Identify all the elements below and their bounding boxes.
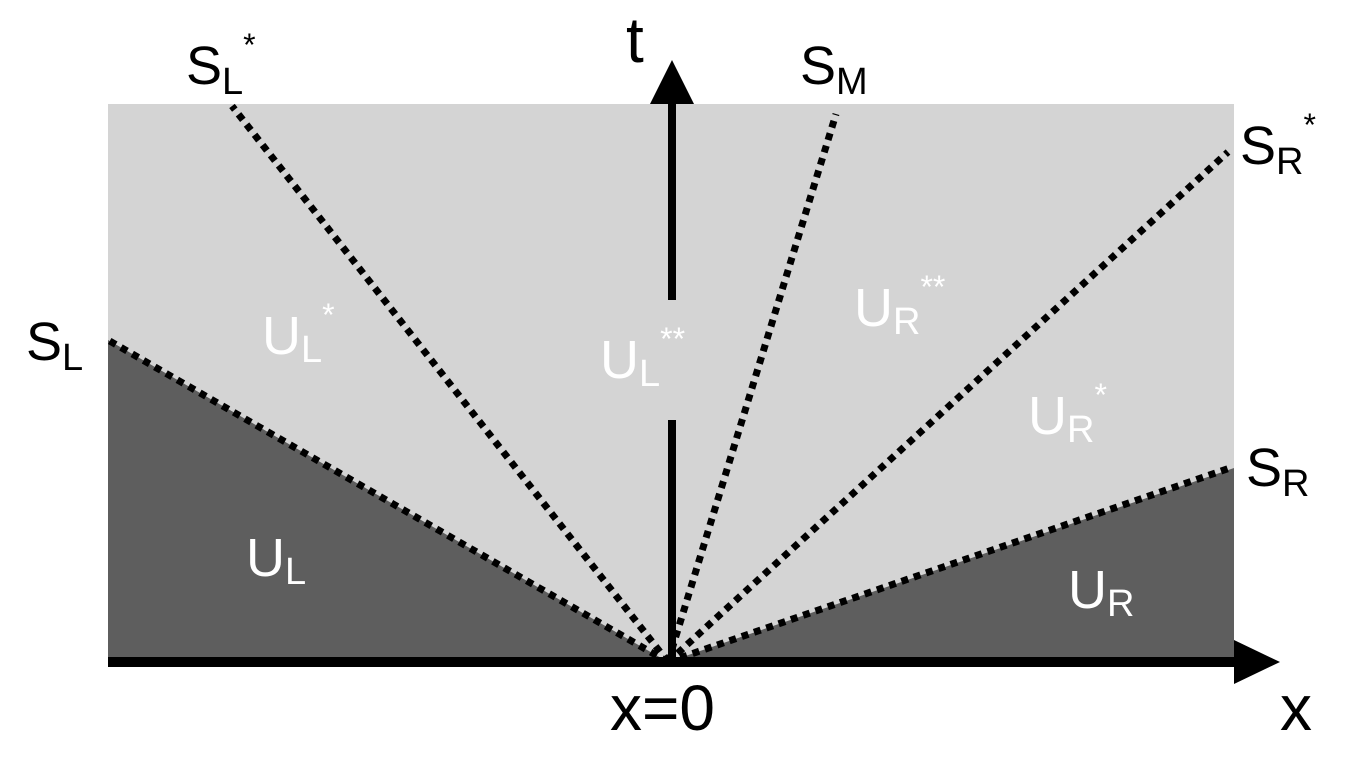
x-axis-arrowhead	[1234, 640, 1280, 684]
state-label-u-r-star: UR*	[1028, 377, 1107, 451]
state-label-base: U	[600, 330, 639, 390]
state-label-sub: L	[639, 353, 660, 395]
wave-label-base: S	[186, 36, 222, 96]
wave-label-s-l-star: SL*	[186, 27, 256, 103]
wave-line-s-l-star	[229, 103, 671, 665]
state-label-base: U	[1068, 560, 1107, 620]
state-label-sub: L	[301, 329, 322, 371]
state-label-u-l: UL	[246, 528, 306, 593]
wave-label-base: S	[1240, 116, 1276, 176]
wave-line-s-r-star	[665, 149, 1231, 665]
state-label-sub: R	[893, 301, 920, 343]
wave-label-sup: *	[243, 27, 255, 63]
wave-label-sub: M	[836, 61, 868, 103]
state-label-u-r-2star: UR**	[854, 269, 945, 343]
wave-label-s-r-star: SR*	[1240, 107, 1316, 183]
state-label-u-r: UR	[1068, 560, 1134, 625]
state-label-sup: *	[322, 297, 334, 333]
wave-label-s-m: SM	[800, 36, 868, 103]
state-label-sub: R	[1067, 409, 1094, 451]
wave-label-base: S	[26, 312, 62, 372]
wave-label-sub: L	[222, 61, 243, 103]
state-label-u-l-2star: UL**	[600, 321, 685, 395]
t-axis-arrowhead	[650, 60, 694, 104]
wave-label-sup: *	[1303, 107, 1315, 143]
state-label-base: U	[854, 278, 893, 338]
wave-line-s-l	[106, 336, 670, 666]
state-label-sub: L	[285, 551, 306, 593]
state-label-u-l-star: UL*	[262, 297, 335, 371]
wave-lines	[106, 103, 1232, 666]
state-label-sup: *	[1094, 377, 1106, 413]
state-label-base: U	[1028, 386, 1067, 446]
wave-label-sub: R	[1282, 463, 1309, 505]
wave-line-s-m	[664, 112, 840, 664]
wave-label-sub: R	[1276, 141, 1303, 183]
state-label-base: U	[262, 306, 301, 366]
wave-label-sub: L	[62, 337, 83, 379]
x-axis-label: x	[1280, 672, 1312, 744]
state-label-base: U	[246, 528, 285, 588]
state-label-sup: **	[920, 269, 945, 305]
wave-label-base: S	[1246, 438, 1282, 498]
origin-label: x=0	[610, 672, 715, 744]
wave-label-s-r: SR	[1246, 438, 1309, 505]
t-axis-label: t	[626, 4, 644, 76]
wave-line-s-r	[666, 464, 1232, 666]
state-label-sup: **	[660, 321, 685, 357]
wave-label-base: S	[800, 36, 836, 96]
wave-label-s-l: SL	[26, 312, 83, 379]
state-label-sub: R	[1107, 583, 1134, 625]
